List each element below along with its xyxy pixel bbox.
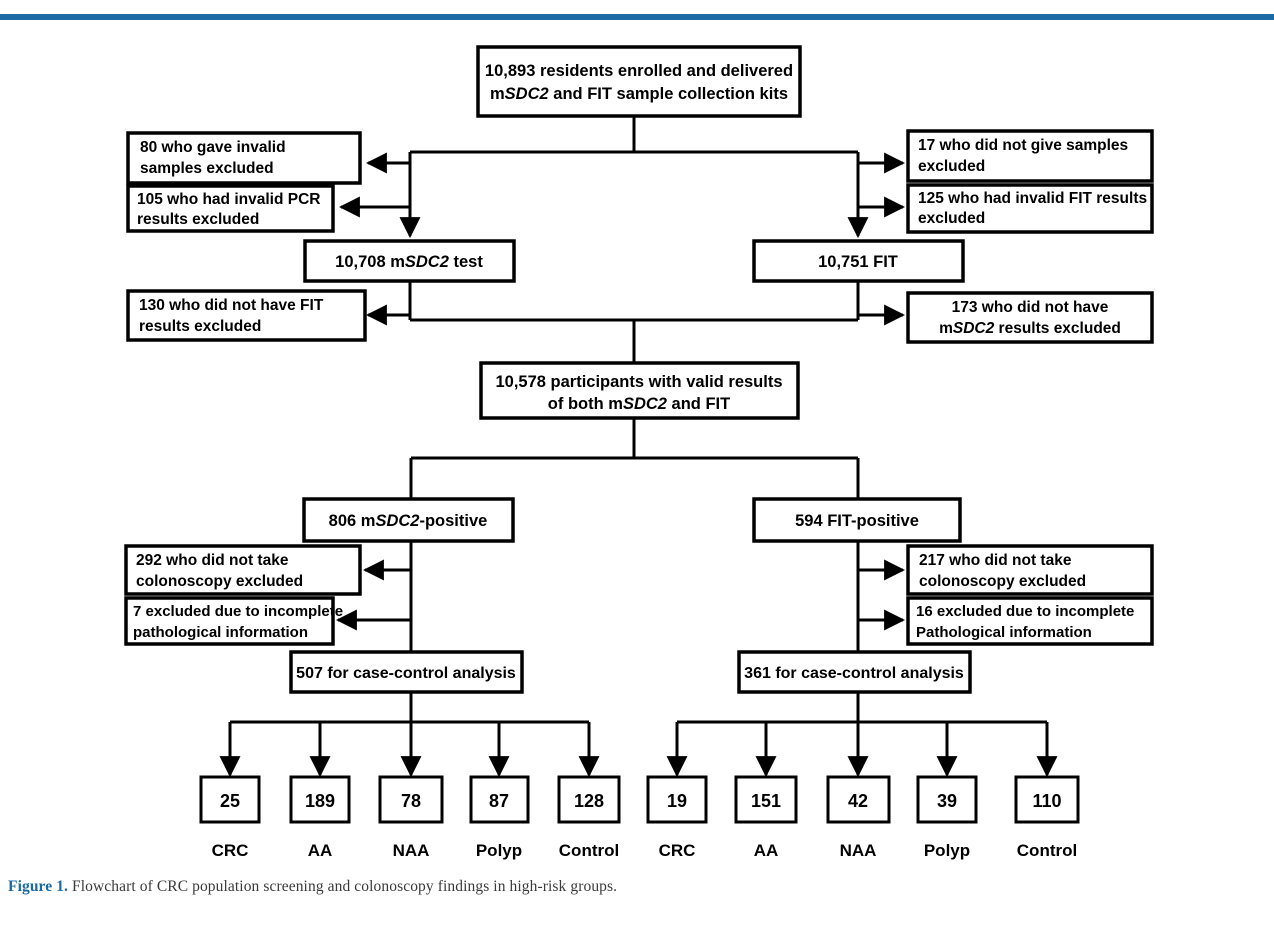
node-excl-no-colonoscopy-right[interactable]: 217 who did not take colonoscopy exclude… xyxy=(906,544,1154,596)
outcome-left-4[interactable]: 87 Polyp xyxy=(469,775,530,860)
node-case-control-right-label: 361 for case-control analysis xyxy=(744,665,964,682)
node-excl-invalid-samples[interactable]: 80 who gave invalid samples excluded xyxy=(126,131,362,185)
node-msdc2-positive[interactable]: 806 mSDC2-positive xyxy=(302,497,515,543)
node-excl-no-colonoscopy-right-line2: colonoscopy excluded xyxy=(919,573,1086,590)
node-msdc2-test[interactable]: 10,708 mSDC2 test xyxy=(303,239,516,283)
outcome-right-4[interactable]: 39 Polyp xyxy=(916,775,978,860)
node-excl-no-fit-results-line2: results excluded xyxy=(139,318,261,335)
outcome-right-5-count: 110 xyxy=(1032,791,1061,811)
node-excl-no-colonoscopy-left-line1: 292 who did not take xyxy=(136,552,289,569)
node-fit-test[interactable]: 10,751 FIT xyxy=(752,239,965,283)
node-excl-incomplete-path-right-line2: Pathological information xyxy=(916,624,1092,641)
outcome-right-2-label: AA xyxy=(754,841,779,860)
outcome-right-5-label: Control xyxy=(1017,841,1077,860)
outcome-right-5[interactable]: 110 Control xyxy=(1014,775,1080,860)
node-excl-incomplete-path-left[interactable]: 7 excluded due to incomplete pathologica… xyxy=(124,596,343,646)
outcome-left-5[interactable]: 128 Control xyxy=(557,775,621,860)
node-excl-invalid-samples-line2: samples excluded xyxy=(140,160,274,177)
node-fit-positive-label: 594 FIT-positive xyxy=(795,512,919,530)
figure-caption: Figure 1. Flowchart of CRC population sc… xyxy=(8,878,1108,896)
outcome-right-3-label: NAA xyxy=(840,841,877,860)
node-valid-both-line2: of both mSDC2 and FIT xyxy=(548,395,730,413)
outcome-right-3-count: 42 xyxy=(848,791,868,811)
node-excl-invalid-fit-line2: excluded xyxy=(918,210,985,227)
node-excl-incomplete-path-left-line2: pathological information xyxy=(133,624,308,641)
outcome-right-1[interactable]: 19 CRC xyxy=(646,775,708,860)
outcome-left-3-count: 78 xyxy=(401,791,421,811)
node-excl-incomplete-path-right[interactable]: 16 excluded due to incomplete Pathologic… xyxy=(906,596,1154,646)
node-fit-positive[interactable]: 594 FIT-positive xyxy=(752,497,962,543)
node-case-control-left-label: 507 for case-control analysis xyxy=(296,665,516,682)
node-excl-no-msdc2-results-line2: mSDC2 results excluded xyxy=(939,320,1121,337)
node-excl-invalid-samples-line1: 80 who gave invalid xyxy=(140,139,286,156)
outcome-left-2-count: 189 xyxy=(305,791,335,811)
connectors xyxy=(219,116,1058,778)
node-valid-both[interactable]: 10,578 participants with valid results o… xyxy=(479,361,800,420)
node-excl-invalid-pcr-line1: 105 who had invalid PCR xyxy=(137,191,320,208)
node-excl-incomplete-path-right-line1: 16 excluded due to incomplete xyxy=(916,603,1134,620)
flowchart-canvas: 10,893 residents enrolled and delivered … xyxy=(124,45,1154,860)
figure-caption-text: Flowchart of CRC population screening an… xyxy=(68,878,618,895)
outcome-right-3[interactable]: 42 NAA xyxy=(826,775,891,860)
outcome-right-1-count: 19 xyxy=(667,791,687,811)
node-enrolled-line1: 10,893 residents enrolled and delivered xyxy=(485,62,793,80)
node-excl-incomplete-path-left-line1: 7 excluded due to incomplete xyxy=(133,603,343,620)
node-case-control-left[interactable]: 507 for case-control analysis xyxy=(289,650,524,694)
node-case-control-right[interactable]: 361 for case-control analysis xyxy=(737,650,972,694)
outcome-left-5-label: Control xyxy=(559,841,619,860)
node-valid-both-line1: 10,578 participants with valid results xyxy=(495,373,782,391)
node-excl-no-colonoscopy-left[interactable]: 292 who did not take colonoscopy exclude… xyxy=(124,544,362,596)
node-fit-test-label: 10,751 FIT xyxy=(818,253,898,271)
node-excl-no-samples-line1: 17 who did not give samples xyxy=(918,137,1128,154)
node-excl-no-msdc2-results[interactable]: 173 who did not have mSDC2 results exclu… xyxy=(906,291,1154,344)
figure-caption-label: Figure 1. xyxy=(8,878,69,895)
outcome-left-4-label: Polyp xyxy=(476,841,522,860)
top-blue-rule xyxy=(0,14,1274,20)
node-excl-no-samples-line2: excluded xyxy=(918,158,985,175)
outcome-left-2-label: AA xyxy=(308,841,333,860)
outcome-left-3[interactable]: 78 NAA xyxy=(378,775,444,860)
outcome-left-2[interactable]: 189 AA xyxy=(289,775,351,860)
node-excl-no-samples[interactable]: 17 who did not give samples excluded xyxy=(906,129,1154,183)
outcome-right-1-label: CRC xyxy=(659,841,696,860)
node-enrolled[interactable]: 10,893 residents enrolled and delivered … xyxy=(476,45,802,118)
outcome-left-1-label: CRC xyxy=(212,841,249,860)
outcome-right-4-label: Polyp xyxy=(924,841,970,860)
node-excl-invalid-fit[interactable]: 125 who had invalid FIT results excluded xyxy=(906,183,1154,234)
node-excl-no-colonoscopy-right-line1: 217 who did not take xyxy=(919,552,1072,569)
outcome-left-3-label: NAA xyxy=(393,841,430,860)
outcome-right-2[interactable]: 151 AA xyxy=(734,775,798,860)
node-excl-invalid-pcr[interactable]: 105 who had invalid PCR results excluded xyxy=(126,184,335,233)
node-excl-no-colonoscopy-left-line2: colonoscopy excluded xyxy=(136,573,303,590)
outcome-right-4-count: 39 xyxy=(937,791,957,811)
outcome-left-1[interactable]: 25 CRC xyxy=(199,775,261,860)
node-excl-no-msdc2-results-line1: 173 who did not have xyxy=(952,299,1109,316)
outcome-left-1-count: 25 xyxy=(220,791,240,811)
node-excl-invalid-fit-line1: 125 who had invalid FIT results xyxy=(918,190,1147,207)
node-excl-no-fit-results-line1: 130 who did not have FIT xyxy=(139,297,324,314)
outcome-left-5-count: 128 xyxy=(574,791,604,811)
node-excl-no-fit-results[interactable]: 130 who did not have FIT results exclude… xyxy=(126,289,367,342)
node-enrolled-line2: mSDC2 and FIT sample collection kits xyxy=(490,85,788,103)
node-excl-invalid-pcr-line2: results excluded xyxy=(137,211,259,228)
node-msdc2-test-label: 10,708 mSDC2 test xyxy=(335,253,483,271)
outcome-left-4-count: 87 xyxy=(489,791,509,811)
node-msdc2-positive-label: 806 mSDC2-positive xyxy=(329,512,488,530)
outcome-right-2-count: 151 xyxy=(751,791,781,811)
